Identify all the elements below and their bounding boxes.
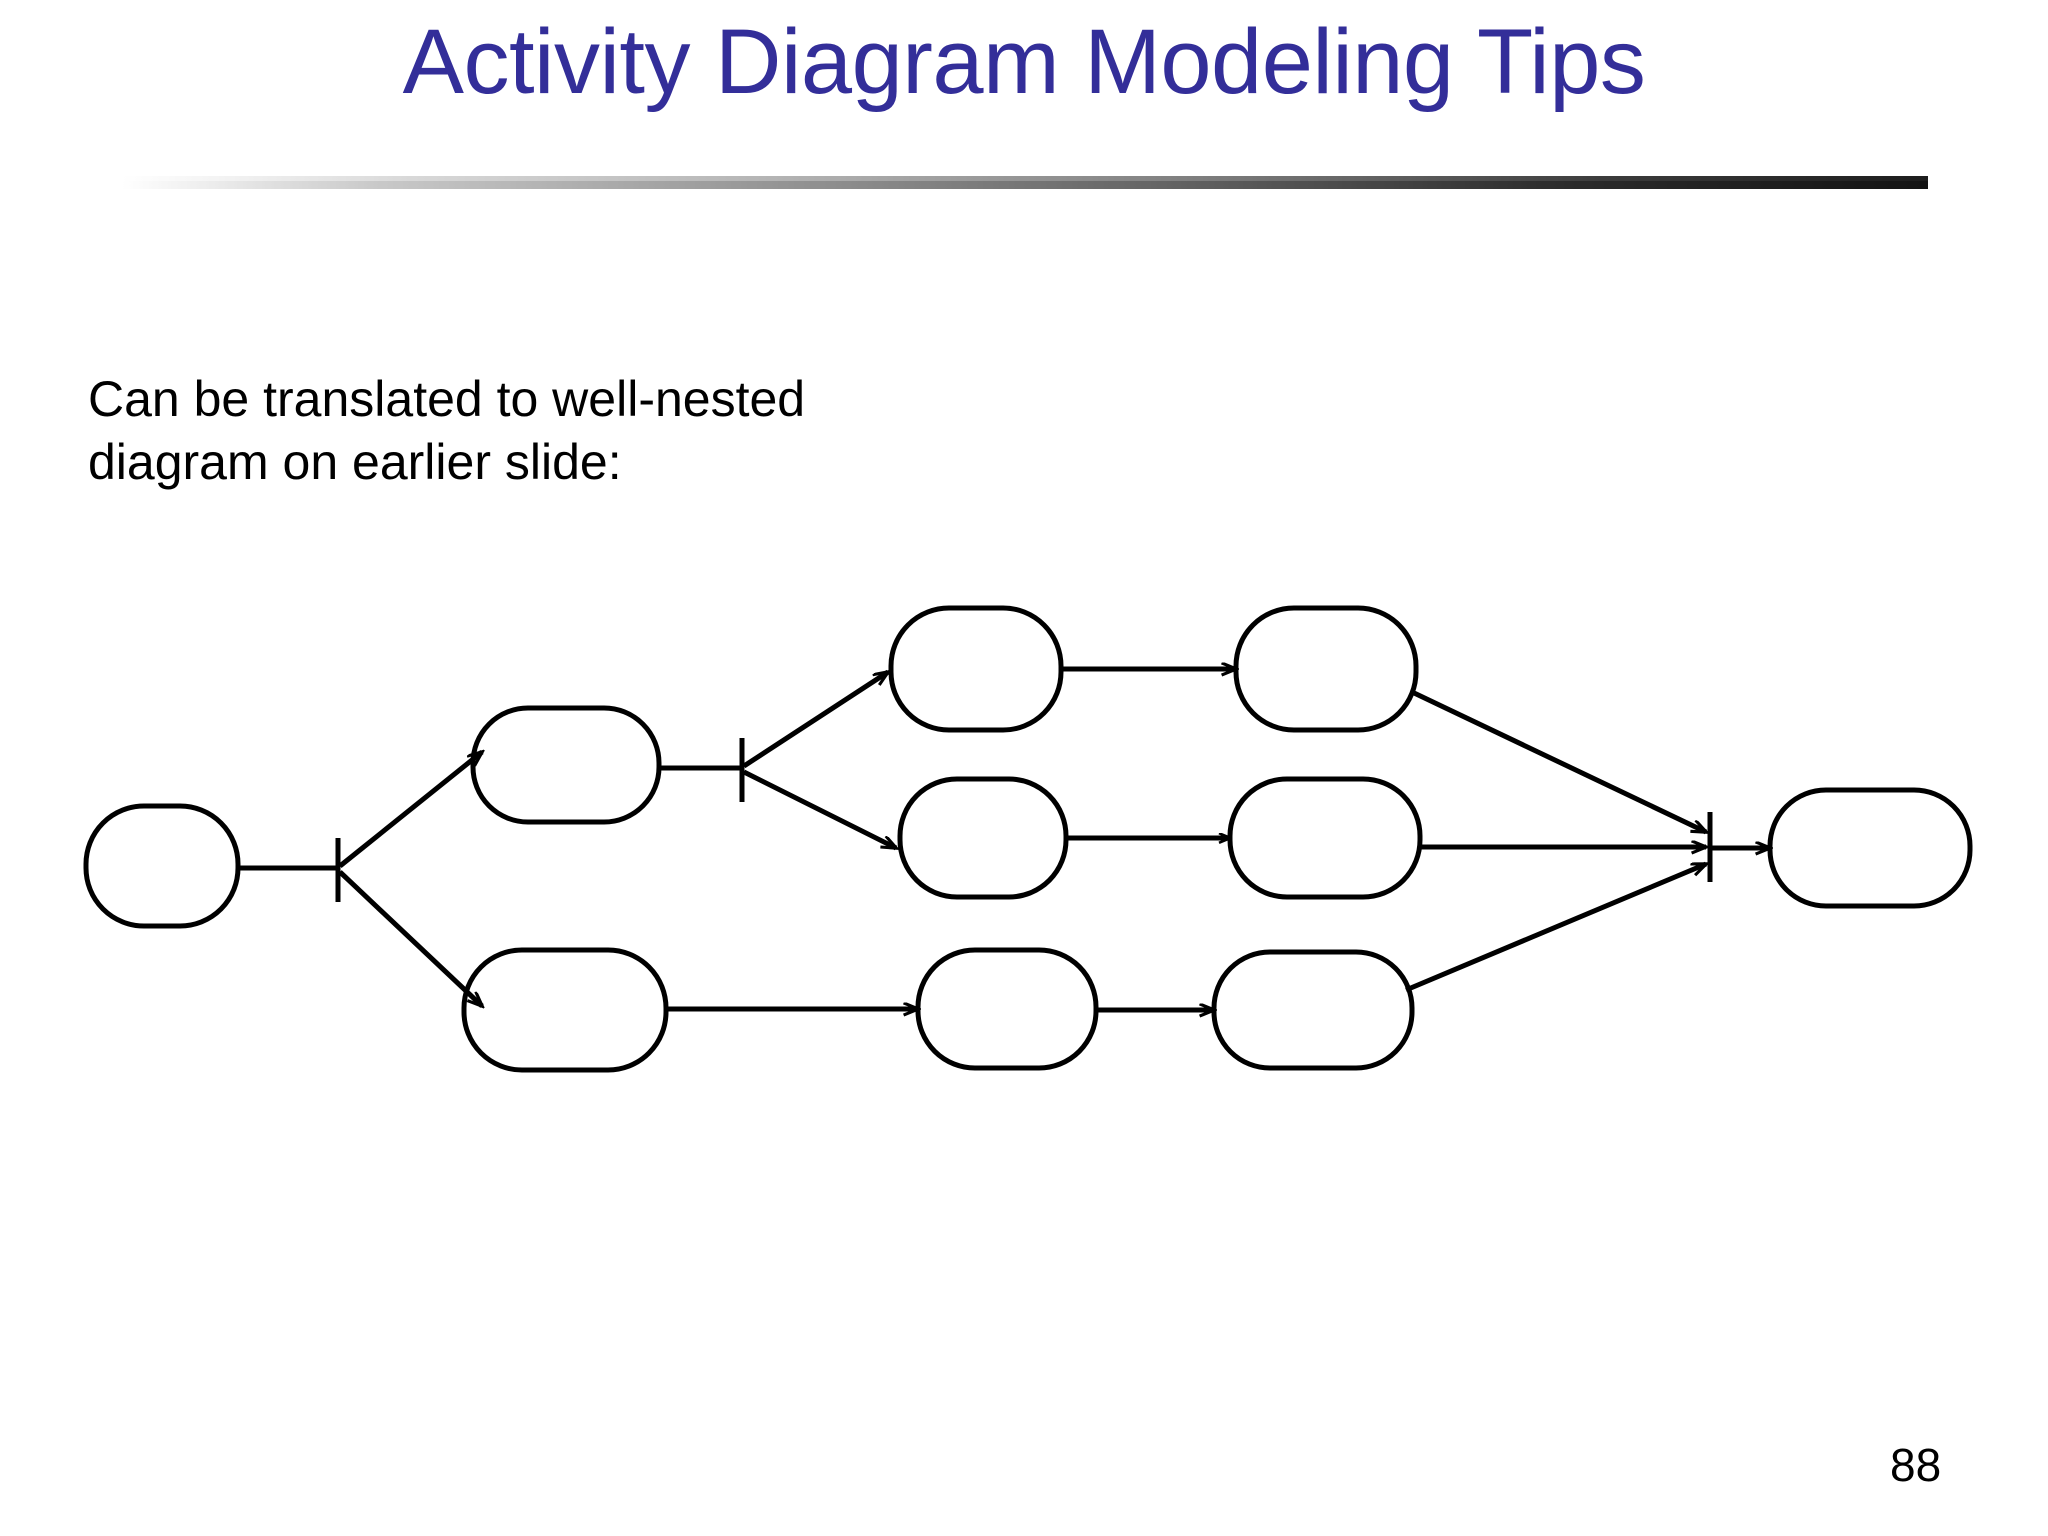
page-title: Activity Diagram Modeling Tips xyxy=(402,11,1646,113)
activity-node-start[interactable] xyxy=(83,803,241,929)
title-divider-rule xyxy=(122,176,1928,189)
activity-node-middle-1[interactable] xyxy=(897,776,1069,900)
title-divider-shadow xyxy=(122,181,1928,189)
edge-fork-to-middle-1 xyxy=(742,769,896,851)
activity-node-top-2[interactable] xyxy=(1233,605,1419,733)
activity-node-lower-branch[interactable] xyxy=(461,947,669,1073)
page-number: 88 xyxy=(1890,1439,1942,1491)
edge-fork-to-upper-branch xyxy=(338,752,482,868)
body-paragraph: Can be translated to well-nested diagram… xyxy=(88,371,806,490)
edge-bottom-2-to-join xyxy=(1405,861,1706,993)
activity-node-bottom-2[interactable] xyxy=(1211,949,1415,1071)
activity-node-middle-2[interactable] xyxy=(1227,776,1423,900)
activity-node-upper-branch[interactable] xyxy=(470,705,662,825)
activity-node-top-1[interactable] xyxy=(888,605,1064,733)
edge-fork-to-lower-branch xyxy=(338,870,482,1006)
edge-top-2-to-join xyxy=(1410,689,1706,835)
activity-node-bottom-1[interactable] xyxy=(915,947,1099,1071)
edge-fork-to-top-1 xyxy=(742,672,888,769)
activity-node-end[interactable] xyxy=(1767,787,1973,909)
title-divider-highlight xyxy=(122,176,1928,181)
